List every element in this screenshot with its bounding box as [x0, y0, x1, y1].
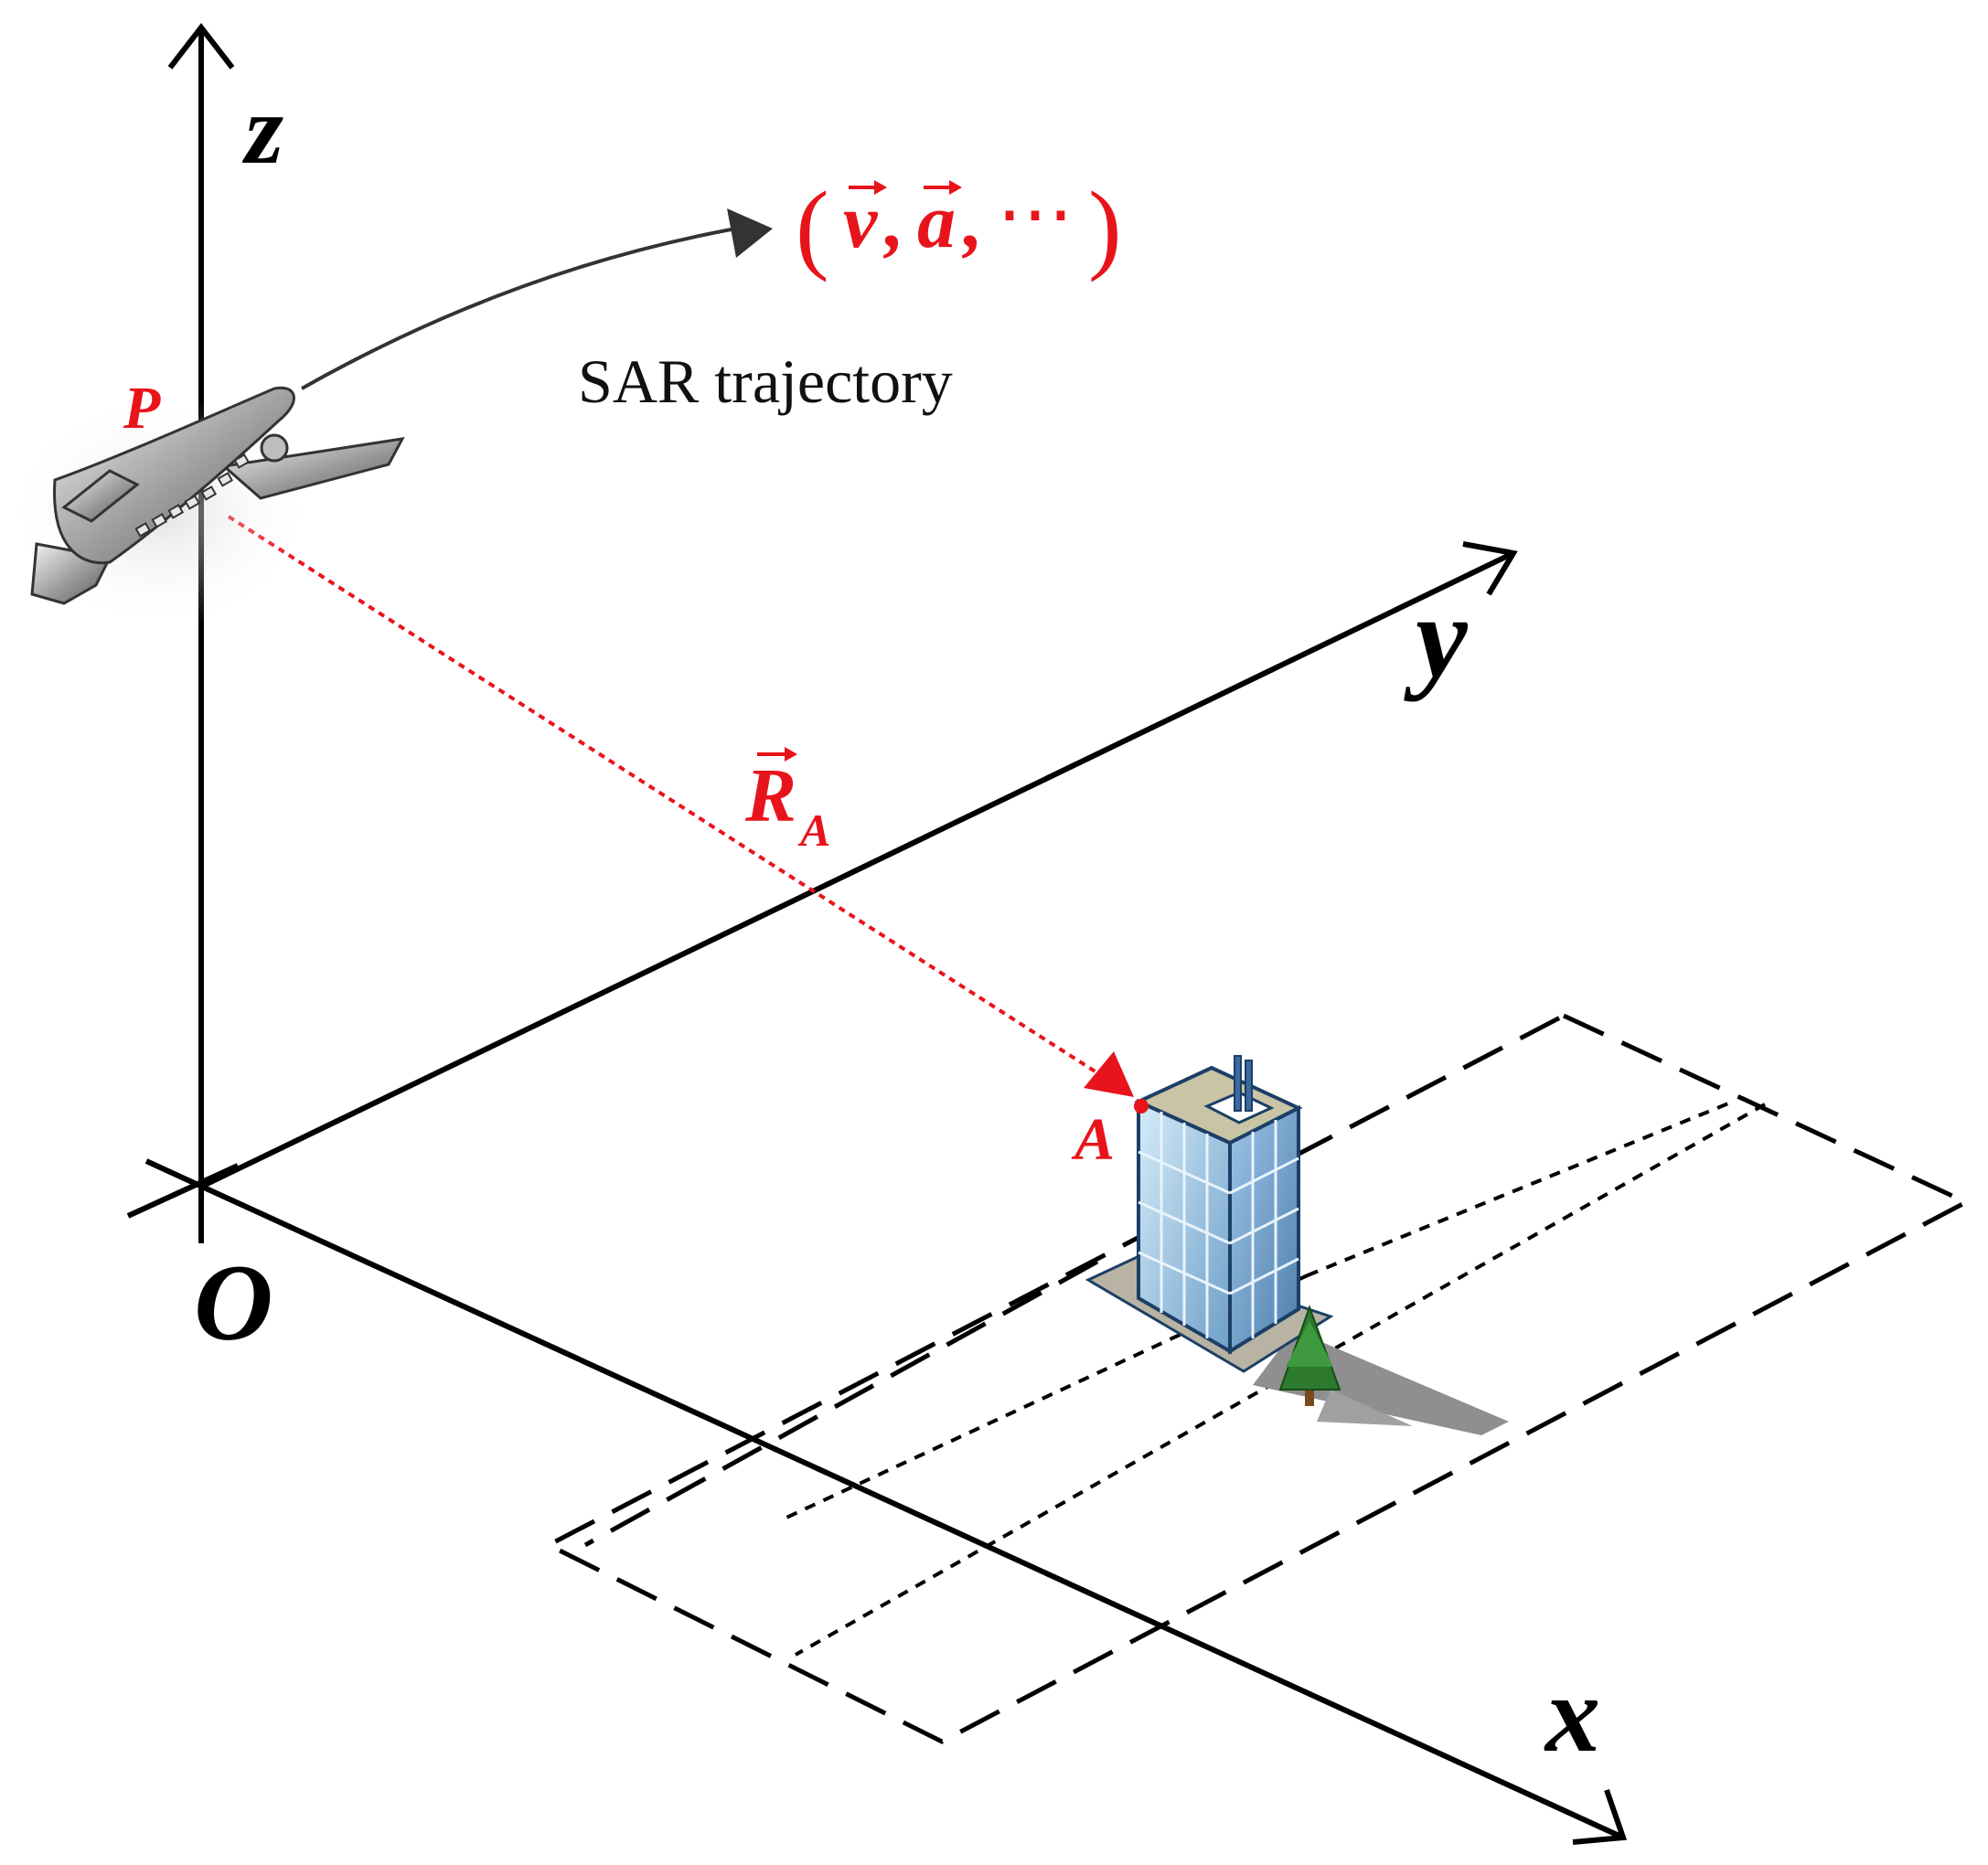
motion-comma-2: ,	[962, 179, 983, 264]
range-vector-overarrow-head	[785, 747, 797, 762]
range-vector-label: R A	[744, 747, 830, 856]
axes	[126, 23, 1628, 1845]
acceleration-symbol: a	[917, 179, 956, 264]
trajectory-arc	[301, 227, 737, 390]
plane-fuselage	[53, 386, 295, 565]
x-axis-arrowhead	[1572, 1789, 1628, 1845]
motion-comma-1: ,	[883, 179, 904, 264]
motion-open-paren: (	[796, 171, 829, 282]
y-axis-arrowhead	[1462, 541, 1518, 596]
range-vector-arrowhead	[1084, 1051, 1134, 1097]
origin-crossbar	[126, 1163, 240, 1219]
origin-label: O	[194, 1242, 273, 1363]
range-vector-symbol: R	[744, 753, 796, 838]
ground-patches	[543, 1013, 1972, 1744]
outer-patch-left-upper	[583, 1259, 1099, 1548]
platform-label-P: P	[123, 375, 161, 442]
motion-close-paren: )	[1088, 171, 1122, 282]
motion-ellipsis: ⋯	[997, 172, 1074, 257]
z-axis-arrowhead	[167, 23, 235, 69]
acceleration-overarrow-head	[949, 180, 962, 195]
y-axis-label: y	[1404, 572, 1469, 702]
building-icon	[1085, 1055, 1509, 1435]
outer-ground-patch	[543, 1013, 1972, 1744]
airplane-icon	[5, 386, 405, 631]
x-axis	[144, 1158, 1625, 1840]
roof-antenna-1	[1234, 1055, 1242, 1112]
inner-patch-line-1	[795, 1103, 1766, 1657]
trajectory-arrowhead	[727, 208, 773, 258]
building-right-face	[1228, 1104, 1300, 1355]
velocity-overarrow-head	[874, 180, 887, 195]
plane-windows	[134, 453, 251, 538]
inner-patch-short-left	[786, 1274, 1309, 1519]
inner-patch-lower	[786, 1426, 1399, 1655]
inner-patch-top-edge	[1308, 1102, 1733, 1330]
z-axis-label: z	[241, 76, 283, 185]
building-window-grid	[1138, 1112, 1299, 1338]
inner-patch-line-2	[1573, 1015, 1765, 1104]
target-point-A	[1134, 1099, 1149, 1114]
tree-shadow	[1317, 1390, 1413, 1426]
target-label-A: A	[1071, 1106, 1115, 1173]
motion-parameters-label: ( v , a , ⋯ )	[796, 171, 1122, 282]
ground-patch-lines-front	[583, 1102, 1733, 1655]
x-axis-label: x	[1544, 1653, 1600, 1774]
y-axis	[199, 550, 1515, 1189]
plane-wing-left	[61, 469, 140, 523]
plane-wing-right	[220, 437, 405, 500]
inner-patch-line-5	[1307, 1100, 1734, 1277]
range-vector-subscript: A	[797, 805, 830, 856]
range-vector-line	[227, 515, 1108, 1081]
velocity-symbol: v	[843, 179, 879, 264]
plane-engine	[260, 433, 289, 463]
trajectory-label: SAR trajectory	[578, 346, 953, 416]
roof-antenna-2	[1245, 1060, 1253, 1112]
tree-icon	[1278, 1305, 1341, 1406]
